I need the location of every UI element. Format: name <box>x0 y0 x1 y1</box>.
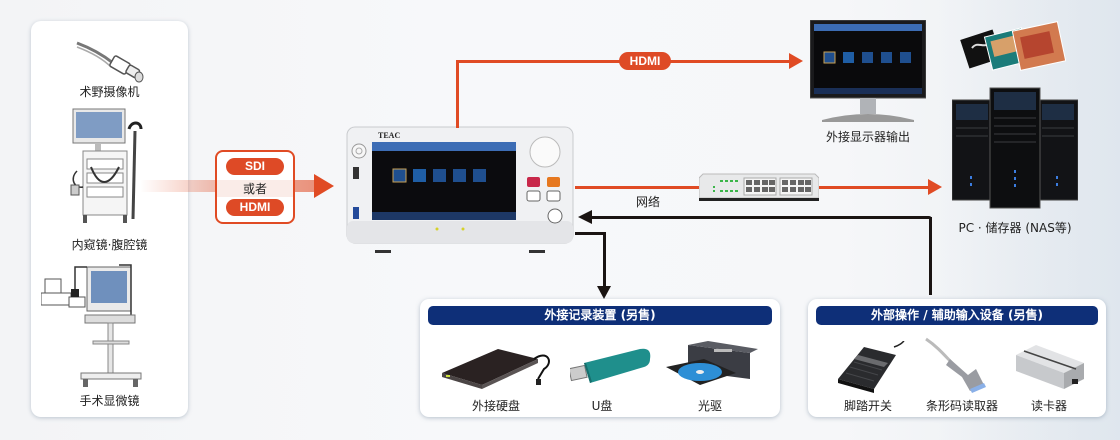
network-line-left <box>575 186 700 189</box>
endoscope-tower-icon <box>69 107 153 225</box>
optical-drive-icon <box>664 339 760 391</box>
input-label-camera: 术野摄像机 <box>79 85 140 99</box>
signal-pill-hdmi: HDMI <box>226 199 284 216</box>
monitor-icon <box>809 19 927 124</box>
barcode-reader-icon <box>924 335 988 395</box>
card-reader-icon <box>1014 341 1086 393</box>
signal-pill-sdi: SDI <box>226 158 284 175</box>
usb-drive-icon <box>568 345 654 385</box>
input-return-line-vertical <box>929 217 932 295</box>
external-hdd-icon <box>438 339 554 391</box>
surgical-microscope-icon <box>40 263 171 391</box>
external-recording-title: 外接记录装置 (另售) <box>428 306 772 325</box>
medical-recorder-icon: TEAC <box>345 125 575 253</box>
input-return-line-horizontal <box>590 216 932 219</box>
hdmi-output-line-vertical <box>456 60 459 128</box>
external-recording-panel: 外接记录装置 (另售) 外接硬盘 U盘 光驱 <box>420 299 780 417</box>
surgical-camera-icon <box>73 35 147 85</box>
input-device-label-barcode: 条形码读取器 <box>925 399 998 413</box>
input-devices-panel: 术野摄像机 内窥镜·腹腔镜 <box>31 21 188 417</box>
recording-arrow-head <box>597 286 611 299</box>
input-arrow-head <box>314 174 334 198</box>
monitor-label: 外接显示器输出 <box>825 130 910 144</box>
network-arrow-head <box>928 179 942 195</box>
input-device-label-card: 读卡器 <box>1030 399 1067 413</box>
recording-line-horizontal <box>575 232 606 235</box>
medical-images-icon <box>960 20 1070 80</box>
input-label-microscope: 手术显微镜 <box>79 394 140 408</box>
input-label-endoscope: 内窥镜·腹腔镜 <box>71 238 148 252</box>
hdmi-output-arrow-head <box>789 53 803 69</box>
recording-label-hdd: 外接硬盘 <box>471 399 520 413</box>
network-switch-icon <box>698 172 820 202</box>
recording-label-usb: U盘 <box>591 399 613 413</box>
hdmi-output-pill: HDMI <box>619 52 671 70</box>
signal-type-box: SDI 或者 HDMI <box>215 150 295 224</box>
storage-label: PC · 储存器 (NAS等) <box>958 221 1072 235</box>
signal-or-label: 或者 <box>217 180 293 197</box>
external-input-panel: 外部操作 / 辅助输入设备 (另售) 脚踏开关 条形码读取器 读卡器 <box>808 299 1106 417</box>
brand-text: TEAC <box>378 131 400 140</box>
input-device-label-foot: 脚踏开关 <box>843 399 892 413</box>
network-line-right <box>818 186 930 189</box>
server-icon <box>951 86 1079 211</box>
recording-label-optical: 光驱 <box>697 399 722 413</box>
network-label: 网络 <box>635 195 660 209</box>
recording-line-vertical <box>603 232 606 288</box>
foot-switch-icon <box>834 340 906 393</box>
external-input-title: 外部操作 / 辅助输入设备 (另售) <box>816 306 1098 325</box>
input-return-arrow-head <box>578 210 592 224</box>
